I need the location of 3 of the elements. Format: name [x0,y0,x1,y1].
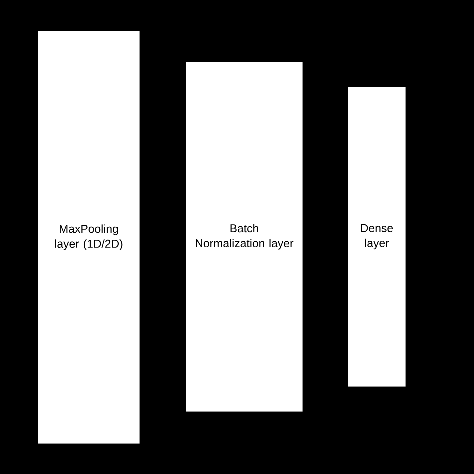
layer-box: MaxPooling layer (1D/2D) [38,30,140,444]
layer-box: Dense layer [348,86,406,388]
layer-box: Batch Normalization layer [186,62,304,412]
